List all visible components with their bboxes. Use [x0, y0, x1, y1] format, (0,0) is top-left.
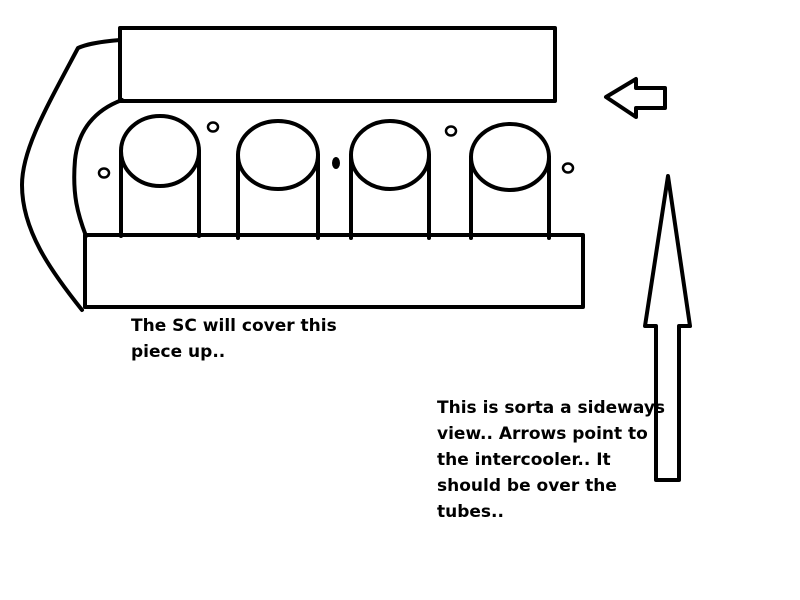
left-arrow-icon	[604, 77, 667, 119]
bolt-hole-5	[561, 162, 575, 174]
note-line: The SC will cover this	[131, 316, 337, 336]
note-line: the intercooler.. It	[437, 450, 611, 470]
intercooler-box	[118, 26, 557, 103]
view-note: This is sorta a sideways view.. Arrows p…	[437, 395, 665, 525]
tube-4	[469, 122, 551, 240]
note-line: view.. Arrows point to	[437, 424, 648, 444]
up-arrow-icon	[643, 174, 692, 482]
bolt-hole-3	[332, 157, 340, 169]
tube-3-top	[349, 119, 431, 191]
inner-curve-outline	[72, 98, 124, 238]
bolt-hole-2	[206, 121, 220, 133]
note-line: tubes..	[437, 502, 504, 522]
tube-3	[349, 119, 431, 240]
note-line: This is sorta a sideways	[437, 398, 666, 418]
tube-1-top	[119, 114, 201, 188]
note-line: piece up..	[131, 342, 226, 362]
tube-2	[236, 119, 320, 240]
outer-curve-outline	[20, 38, 122, 312]
tube-2-top	[236, 119, 320, 191]
supercharger-note: The SC will cover this piece up..	[131, 313, 337, 365]
base-block	[83, 233, 585, 309]
tube-4-top	[469, 122, 551, 192]
bolt-hole-1	[97, 167, 111, 179]
bolt-hole-4	[444, 125, 458, 137]
note-line: should be over the	[437, 476, 617, 496]
tube-1	[119, 114, 201, 238]
